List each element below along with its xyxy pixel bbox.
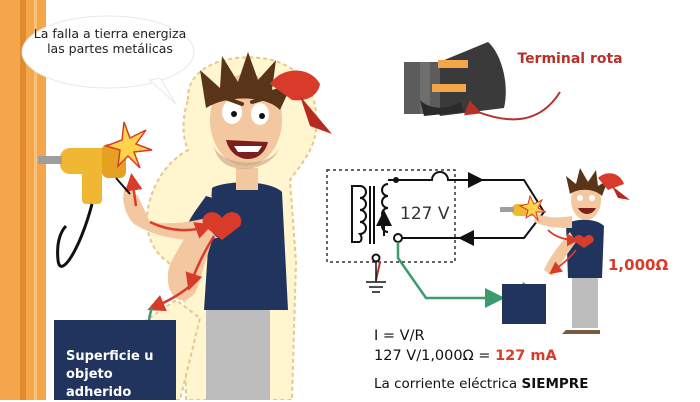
ground-icon (366, 261, 386, 293)
small-man (500, 168, 630, 334)
return-path-arrow (396, 242, 505, 308)
note-emphasis: SIEMPRE (521, 376, 589, 392)
surface-label: Superficie u objeto adherido (66, 349, 154, 400)
resistance-label: 1,000Ω (608, 256, 669, 274)
plug-pointer-arrow (463, 91, 561, 121)
current-note: La corriente eléctrica SIEMPRE (374, 376, 588, 392)
surface-box (54, 320, 176, 400)
plug-icon (404, 42, 506, 116)
note-text: La corriente eléctrica (374, 376, 518, 392)
small-surface-block (502, 284, 546, 324)
speech-bubble (21, 15, 195, 105)
spark-icon (103, 121, 153, 169)
formula-line-2: 127 V/1,000Ω = 127 mA (374, 348, 557, 364)
formula-line-1: I = V/R (374, 328, 425, 344)
voltage-label: 127 V (400, 204, 450, 224)
bubble-text: La falla a tierra energiza las partes me… (33, 26, 187, 56)
body-current-path (125, 173, 216, 400)
formula-calc: 127 V/1,000Ω = (374, 348, 491, 364)
terminal-label: Terminal rota (517, 51, 623, 67)
drill (38, 144, 131, 268)
formula-result: 127 mA (495, 348, 557, 364)
